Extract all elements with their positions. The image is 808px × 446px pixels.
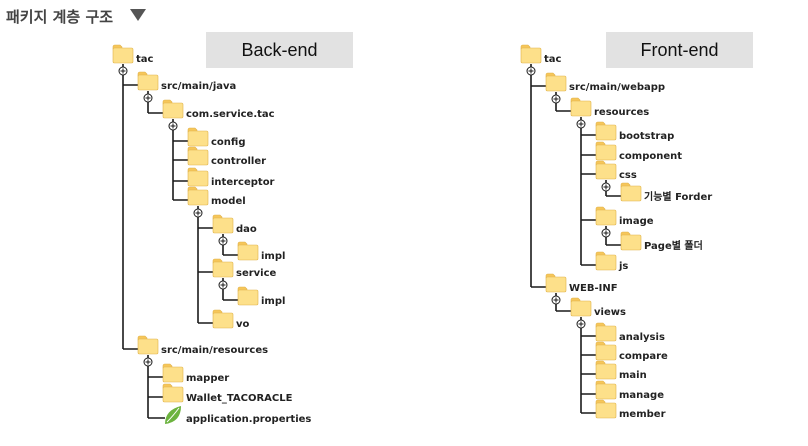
- folder-icon: [112, 44, 134, 64]
- expand-toggle-icon[interactable]: [118, 66, 128, 76]
- tree-node-label[interactable]: src/main/java: [161, 81, 236, 92]
- tree-node-label[interactable]: impl: [261, 296, 285, 307]
- tree-node-label[interactable]: component: [619, 151, 682, 162]
- tree-node-label[interactable]: WEB-INF: [569, 283, 618, 294]
- folder-icon: [595, 322, 617, 342]
- folder-icon: [595, 160, 617, 180]
- tree-node-label[interactable]: member: [619, 409, 666, 420]
- tree-node-label[interactable]: analysis: [619, 332, 665, 343]
- tree-node-label[interactable]: image: [619, 216, 654, 227]
- folder-icon: [620, 231, 642, 251]
- folder-icon: [187, 127, 209, 147]
- expand-toggle-icon[interactable]: [551, 295, 561, 305]
- tree-node-label[interactable]: Wallet_TACORACLE: [186, 393, 293, 404]
- tree-node-label[interactable]: css: [619, 170, 637, 181]
- folder-icon: [212, 214, 234, 234]
- folder-icon: [595, 380, 617, 400]
- tree-node-label[interactable]: bootstrap: [619, 131, 674, 142]
- expand-toggle-icon[interactable]: [218, 280, 228, 290]
- tree-node-label[interactable]: application.properties: [186, 414, 311, 425]
- expand-toggle-icon[interactable]: [576, 119, 586, 129]
- folder-icon: [212, 258, 234, 278]
- folder-icon: [187, 167, 209, 187]
- expand-toggle-icon[interactable]: [143, 357, 153, 367]
- page-title: 패키지 계층 구조: [6, 8, 114, 26]
- folder-icon: [595, 341, 617, 361]
- tree-node-label[interactable]: js: [618, 261, 628, 272]
- tree-node-label[interactable]: impl: [261, 251, 285, 262]
- tree-node-label[interactable]: Page별 폴더: [644, 239, 703, 252]
- tree-node-label[interactable]: src/main/webapp: [569, 82, 665, 93]
- folder-icon: [595, 121, 617, 141]
- folder-icon: [595, 251, 617, 271]
- expand-toggle-icon[interactable]: [601, 182, 611, 192]
- folder-icon: [162, 99, 184, 119]
- folder-icon: [595, 360, 617, 380]
- folder-icon: [137, 71, 159, 91]
- folder-icon: [620, 182, 642, 202]
- folder-icon: [595, 399, 617, 419]
- folder-icon: [187, 186, 209, 206]
- expand-toggle-icon[interactable]: [193, 208, 203, 218]
- folder-icon: [137, 335, 159, 355]
- folder-icon: [520, 44, 542, 64]
- expand-toggle-icon[interactable]: [601, 228, 611, 238]
- expand-toggle-icon[interactable]: [143, 93, 153, 103]
- back-end-header: Back-end: [206, 32, 353, 68]
- folder-icon: [162, 363, 184, 383]
- folder-icon: [162, 383, 184, 403]
- tree-node-label[interactable]: resources: [594, 107, 649, 118]
- folder-icon: [237, 241, 259, 261]
- tree-node-label[interactable]: vo: [236, 319, 250, 330]
- tree-node-label[interactable]: tac: [136, 54, 154, 65]
- tree-node-label[interactable]: compare: [619, 351, 668, 362]
- collapse-triangle-icon[interactable]: [130, 9, 146, 21]
- expand-toggle-icon[interactable]: [168, 121, 178, 131]
- tree-node-label[interactable]: tac: [544, 54, 562, 65]
- tree-node-label[interactable]: mapper: [186, 373, 229, 384]
- folder-icon: [187, 146, 209, 166]
- tree-node-label[interactable]: controller: [211, 156, 266, 167]
- tree-node-label[interactable]: manage: [619, 390, 664, 401]
- expand-toggle-icon[interactable]: [551, 94, 561, 104]
- tree-node-label[interactable]: 기능별 Forder: [644, 190, 712, 203]
- folder-icon: [595, 141, 617, 161]
- tree-node-label[interactable]: interceptor: [211, 177, 275, 188]
- folder-icon: [237, 286, 259, 306]
- tree-node-label[interactable]: main: [619, 370, 647, 381]
- tree-node-label[interactable]: com.service.tac: [186, 109, 275, 120]
- tree-node-label[interactable]: src/main/resources: [161, 345, 268, 356]
- leaf-icon: [165, 406, 181, 424]
- front-end-header: Front-end: [606, 32, 753, 68]
- folder-icon: [570, 97, 592, 117]
- expand-toggle-icon[interactable]: [218, 236, 228, 246]
- tree-node-label[interactable]: service: [236, 268, 277, 279]
- folder-icon: [212, 309, 234, 329]
- tree-node-label[interactable]: views: [594, 307, 626, 318]
- tree-node-label[interactable]: model: [211, 196, 246, 207]
- folder-icon: [545, 72, 567, 92]
- folder-icon: [545, 273, 567, 293]
- expand-toggle-icon[interactable]: [576, 319, 586, 329]
- folder-icon: [595, 206, 617, 226]
- folder-icon: [570, 297, 592, 317]
- expand-toggle-icon[interactable]: [526, 66, 536, 76]
- tree-node-label[interactable]: config: [211, 137, 246, 148]
- tree-node-label[interactable]: dao: [236, 224, 257, 235]
